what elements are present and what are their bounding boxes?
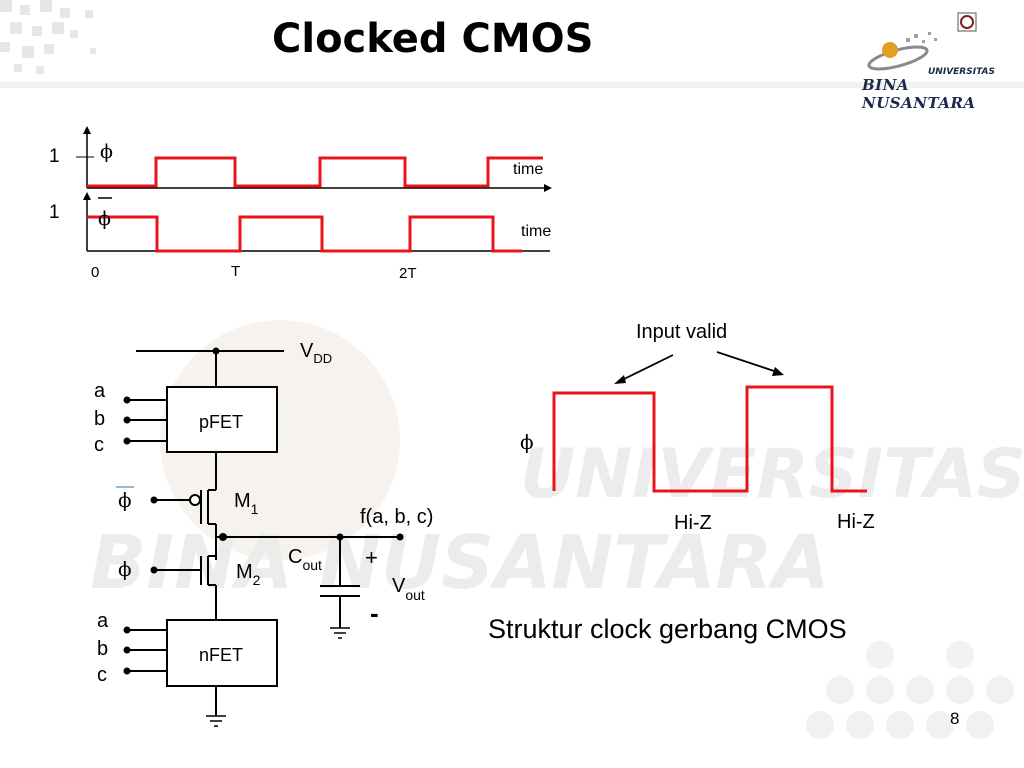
cap-junction-dot (336, 533, 344, 541)
clock-waveform (552, 385, 867, 493)
pfet-input-c-label: c (94, 434, 104, 456)
output-function-label: f(a, b, c) (360, 506, 433, 528)
nfet-label: nFET (199, 645, 243, 665)
phi-time-label: time (513, 161, 543, 178)
corner-pixel-pattern (0, 0, 96, 74)
pfet-input-a-label: a (94, 380, 106, 402)
watermark-line1: UNIVERSITAS (520, 435, 1024, 514)
phi-x-arrow-icon (544, 184, 552, 192)
output-terminal-dot (396, 533, 404, 541)
phibar-level-label: 1 (49, 202, 60, 223)
timing-diagram: 1 ϕ time 1 ϕ time 0 T 2T (49, 126, 552, 282)
input-valid-arrow-right-head-icon (772, 367, 784, 376)
nfet-input-b-label: b (97, 638, 108, 660)
pfet-input-b-dot (123, 416, 131, 424)
vdd-junction-dot (212, 347, 220, 355)
input-valid-arrow-right (716, 351, 778, 373)
input-valid-arrow-left-head-icon (614, 375, 626, 384)
slide-title: Clocked CMOS (272, 16, 594, 62)
vout-label: Vout (392, 575, 425, 603)
m1-gate-terminal-dot (150, 496, 158, 504)
watermark-hexagons (806, 641, 1014, 739)
phi-level-label: 1 (49, 146, 60, 167)
logo-emblem (867, 12, 977, 71)
clocked-cmos-circuit: VDD pFET nFET a b c a b c ϕ ϕ M1 M2 f(a,… (94, 340, 433, 727)
tick-label-T: T (231, 263, 240, 280)
m2-gate-terminal-dot (150, 566, 158, 574)
phibar-y-arrow-icon (83, 192, 91, 200)
phi-symbol: ϕ (100, 141, 113, 163)
phibar-symbol: ϕ (98, 208, 111, 230)
nfet-input-a-dot (123, 626, 131, 634)
phi-y-arrow-icon (83, 126, 91, 134)
pfet-input-b-label: b (94, 408, 105, 430)
logo-university-text: UNIVERSITAS (928, 67, 995, 77)
logo-name-text: BINA NUSANTARA (862, 76, 976, 112)
vout-plus-label: + (365, 545, 378, 570)
pfet-label: pFET (199, 412, 243, 432)
nfet-input-c-dot (123, 667, 131, 675)
output-junction-dot (219, 533, 227, 541)
cout-label: Cout (288, 546, 322, 573)
logo-swoosh-icon (867, 45, 929, 71)
phibar-waveform (87, 215, 522, 253)
tick-label-0: 0 (91, 264, 99, 281)
nfet-block (166, 619, 278, 687)
clock-phi-label: ϕ (520, 430, 534, 454)
input-valid-label: Input valid (636, 321, 727, 343)
hiz-label-2: Hi-Z (837, 511, 875, 533)
pfet-input-c-dot (123, 437, 131, 445)
watermark-circle (160, 320, 400, 560)
slide-caption: Struktur clock gerbang CMOS (488, 614, 847, 644)
phi-waveform (87, 156, 543, 188)
hiz-label-1: Hi-Z (674, 512, 712, 534)
input-valid-arrow-left (619, 354, 674, 382)
watermark-line2: BINA NUSANTARA (90, 520, 830, 606)
nfet-input-b-dot (123, 646, 131, 654)
header-divider (0, 82, 1024, 88)
slide-number: 8 (950, 709, 960, 728)
vout-minus-label: - (370, 598, 379, 628)
nfet-input-c-label: c (97, 664, 107, 686)
m1-label: M1 (234, 490, 259, 517)
pfet-input-a-dot (123, 396, 131, 404)
vdd-label: VDD (300, 340, 332, 366)
m2-gate-label: ϕ (118, 557, 132, 581)
m2-label: M2 (236, 561, 261, 588)
m1-gate-label: ϕ (118, 488, 132, 512)
m1-gate-bubble (189, 494, 201, 506)
tick-label-2T: 2T (399, 265, 417, 282)
clock-waveform-diagram: ϕ Input valid Hi-Z Hi-Z (520, 321, 875, 534)
nfet-input-a-label: a (97, 610, 109, 632)
phibar-time-label: time (521, 223, 551, 240)
